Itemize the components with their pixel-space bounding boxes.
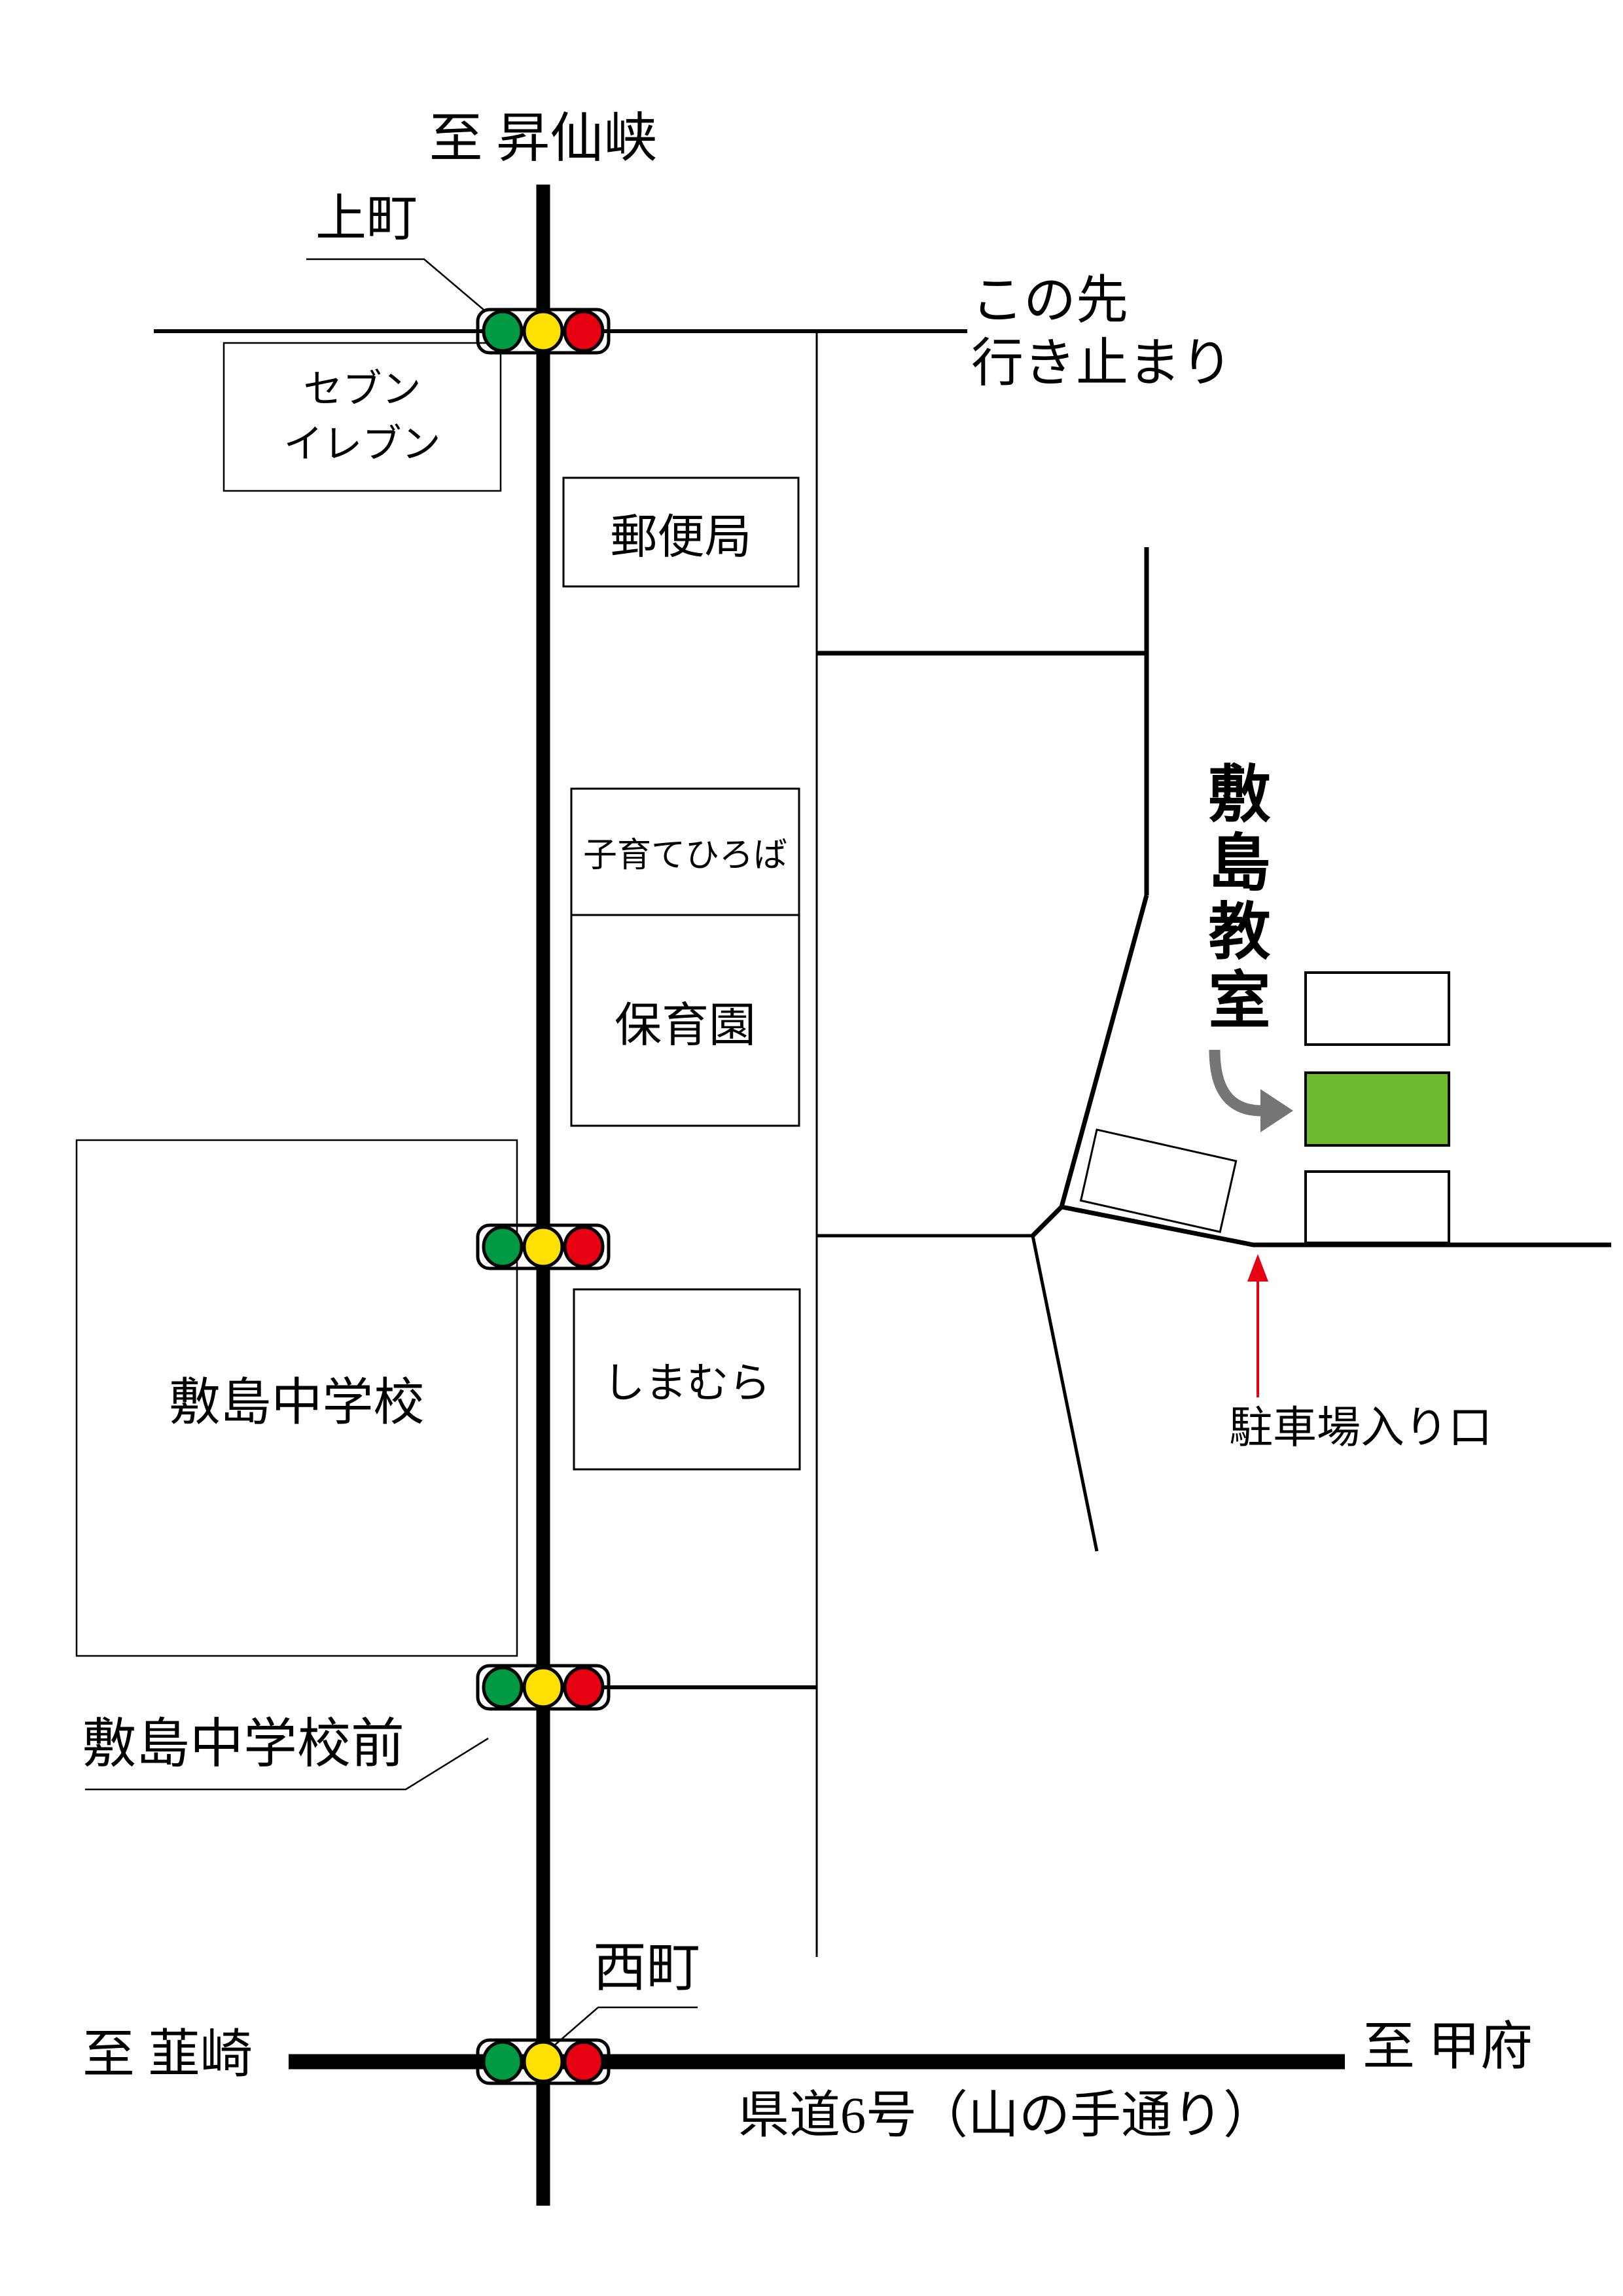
parking-entrance-label: 駐車場入り口 [1229,1403,1492,1452]
buildings [75,342,1450,1657]
green-light-icon [482,2040,524,2083]
signal-frame [476,2038,611,2085]
traffic-light-kamimachi [476,308,611,355]
post-office-box [562,476,800,588]
leader-lines [85,258,698,2047]
yellow-light-icon [522,1225,564,1268]
kamimachi-leader-line [306,258,485,311]
south-tail-road [1031,1235,1099,1552]
signal-frame [476,1223,611,1270]
classroom-arrow [1209,1049,1293,1132]
yellow-light-icon [522,1666,564,1709]
dead-end-note-line1: この先 [971,272,1128,330]
school-front-leader-line [85,1737,489,1791]
traffic-light-school-front [476,1664,611,1711]
parking-arrow [1247,1254,1268,1397]
signal-frame [476,308,611,355]
nishimachi-leader-line [553,2006,698,2047]
dead-end-note-line2: 行き止まり [971,335,1233,393]
tilted-building-box [1079,1128,1238,1234]
neighbor-building-bottom [1304,1170,1450,1244]
neighbor-building-top [1304,971,1450,1046]
seven-eleven-box [223,342,502,492]
yellow-light-icon [522,310,564,353]
hoikuen-label: 保育園 [614,999,756,1052]
parking-arrow-head [1247,1254,1268,1282]
signal-frame [476,1664,611,1711]
classroom-arrow-head [1260,1089,1293,1132]
junior-high-label: 敷島中学校 [169,1374,425,1431]
red-light-icon [563,1666,605,1709]
parking-access-road [1061,1204,1611,1247]
intersection-nishimachi-label: 西町 [592,1937,701,1998]
green-light-icon [482,1666,524,1709]
hoikuen-box [570,914,800,1127]
classroom-building [1304,1071,1450,1147]
red-light-icon [563,310,605,353]
intersection-kamimachi-label: 上町 [315,190,418,247]
traffic-lights [476,308,611,2085]
classroom-label: 敷島教室 [1199,761,1269,1036]
yellow-light-icon [522,2040,564,2083]
dead-end-note: この先 行き止まり [971,270,1233,395]
red-light-icon [563,1225,605,1268]
seven-eleven-label: セブン イレブン [224,343,501,491]
red-light-icon [563,2040,605,2083]
seven-eleven-label-line1: セブン [303,368,421,411]
junior-high-box [75,1139,518,1657]
post-office-label: 郵便局 [610,511,752,564]
dead-end-road-diagonal [1059,895,1149,1208]
shimamura-box [573,1288,801,1471]
route6-label: 県道6号（山の手通り） [738,2087,1275,2144]
green-light-icon [482,310,524,353]
intersection-school-front-label: 敷島中学校前 [82,1713,405,1774]
destination-north-label: 至 昇仙峡 [429,108,658,168]
green-light-icon [482,1225,524,1268]
classroom-arrow-curve [1209,1049,1262,1117]
destination-east-label: 至 甲府 [1363,2018,1533,2076]
kosodate-hiroba-label: 子育てひろば [582,837,787,874]
shimamura-label: しまむら [603,1359,771,1407]
destination-west-label: 至 韮崎 [82,2026,253,2084]
seven-eleven-label-line2: イレブン [283,423,441,466]
kosodate-hiroba-box [570,787,800,916]
traffic-light-middle [476,1223,611,1270]
junction-link [1031,1205,1063,1238]
traffic-light-nishimachi [476,2038,611,2085]
